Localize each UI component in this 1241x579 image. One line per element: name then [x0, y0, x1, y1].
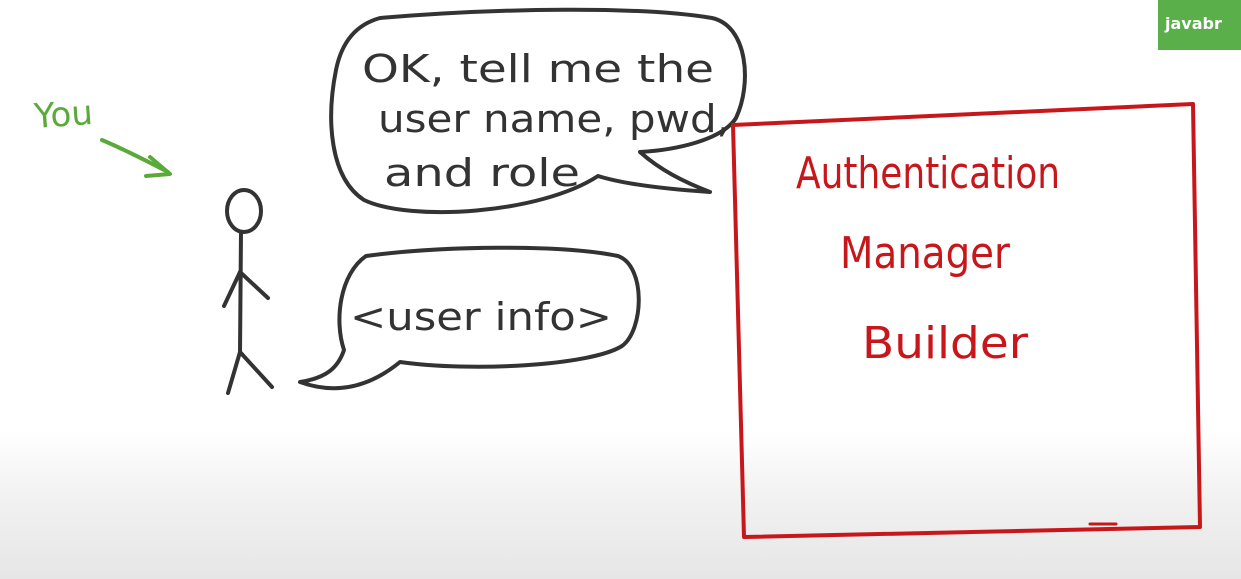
- bubble-top-line-2: user name, pwd,: [378, 97, 730, 141]
- speech-bubble-bottom: [298, 245, 641, 391]
- figure-left-leg: [226, 350, 242, 395]
- you-label: You: [32, 93, 94, 137]
- figure-left-arm: [222, 270, 242, 308]
- figure-body: [238, 230, 243, 354]
- box-line-builder: Builder: [862, 318, 1029, 369]
- speech-bubble-top: [329, 7, 747, 215]
- box-line-authentication: Authentication: [796, 148, 1060, 199]
- figure-right-arm: [238, 270, 270, 300]
- stick-figure: [222, 188, 274, 395]
- bubble-top-line-1: OK, tell me the: [362, 47, 714, 91]
- box-line-manager: Manager: [840, 228, 1011, 279]
- bubble-top-line-3: and role: [384, 151, 580, 195]
- brand-watermark: javabr: [1158, 0, 1241, 50]
- figure-head: [225, 188, 263, 234]
- you-arrow-head: [144, 155, 172, 178]
- you-arrow-shaft: [100, 138, 170, 174]
- brand-text: javabr: [1165, 14, 1222, 33]
- figure-right-leg: [238, 350, 274, 389]
- bubble-bottom-text: <user info>: [350, 295, 612, 339]
- authentication-manager-builder-box: [731, 102, 1202, 539]
